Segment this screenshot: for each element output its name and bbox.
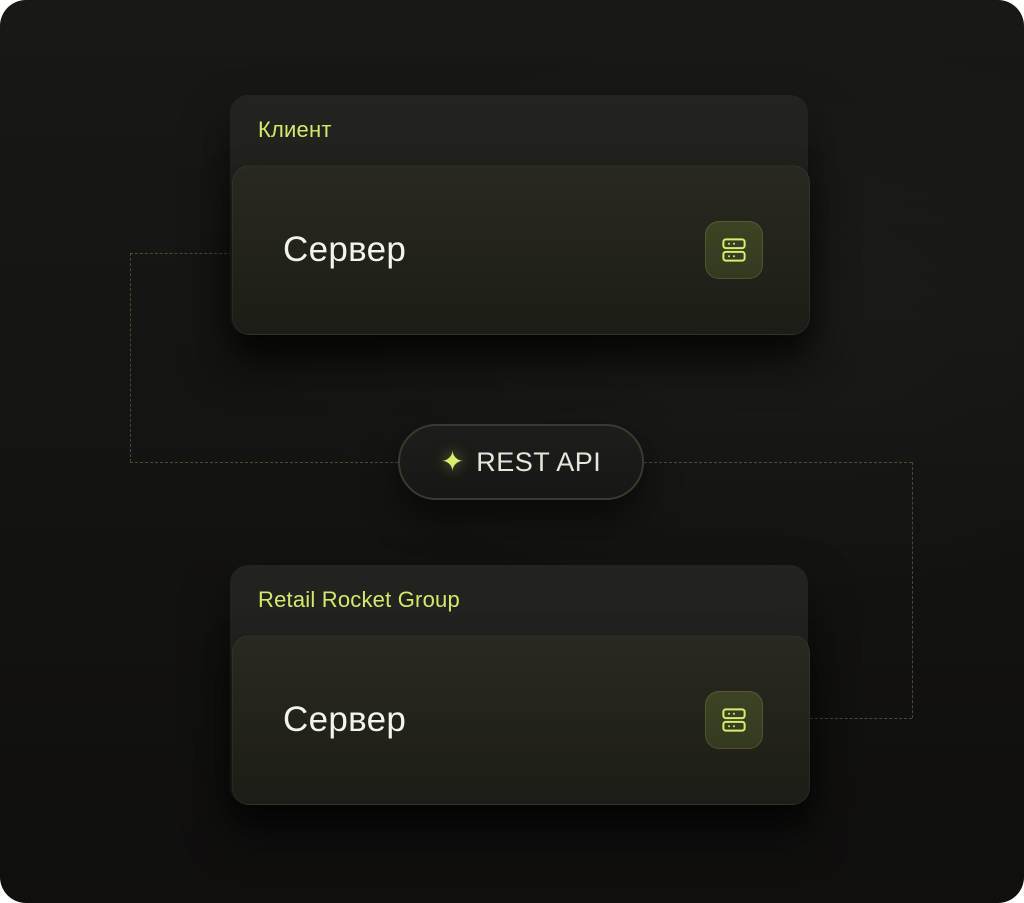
client-server-label: Сервер — [283, 230, 407, 269]
retail-group-card: Retail Rocket Group Сервер — [230, 565, 810, 805]
client-group-label: Клиент — [258, 117, 332, 142]
connector-retail-horizontal — [810, 718, 912, 719]
server-icon — [719, 705, 749, 735]
sparkle-icon: ✦ — [440, 446, 465, 477]
retail-server-label: Сервер — [283, 700, 407, 739]
connector-retail-vertical — [912, 462, 913, 718]
retail-server-icon-box — [705, 691, 763, 749]
connector-client-to-pill — [130, 462, 398, 463]
connector-client-horizontal — [130, 253, 232, 254]
rest-api-label: REST API — [476, 446, 602, 477]
rest-api-badge[interactable]: ✦ REST API — [398, 424, 644, 500]
client-server-card[interactable]: Сервер — [232, 165, 810, 335]
client-group-card: Клиент Сервер — [230, 95, 810, 335]
client-server-icon-box — [705, 221, 763, 279]
retail-group-label: Retail Rocket Group — [258, 587, 460, 612]
server-icon — [719, 235, 749, 265]
retail-server-card[interactable]: Сервер — [232, 635, 810, 805]
connector-client-vertical — [130, 253, 131, 462]
connector-pill-to-right — [644, 462, 912, 463]
